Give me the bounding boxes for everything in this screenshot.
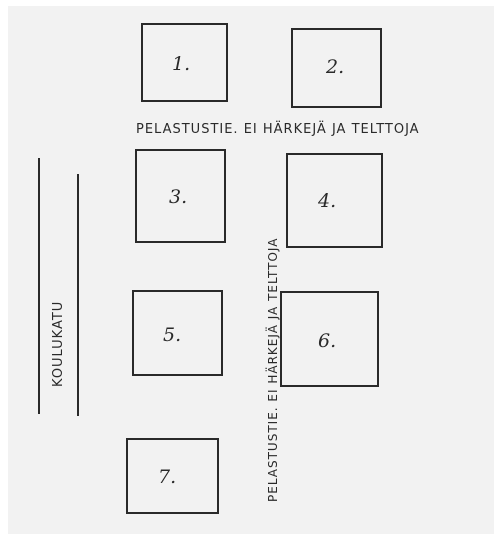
- plot-6: [280, 291, 379, 387]
- street-name-label: KOULUKATU: [51, 300, 66, 387]
- street-edge-right: [77, 174, 79, 416]
- plot-1-label: 1.: [172, 53, 191, 75]
- plot-2-label: 2.: [326, 56, 345, 78]
- plot-5-label: 5.: [163, 324, 182, 346]
- rescue-road-horizontal-label: PELASTUSTIE. EI HÄRKEJÄ JA TELTTOJA: [136, 122, 420, 137]
- plot-3: [135, 149, 226, 243]
- plot-2: [291, 28, 382, 108]
- plot-6-label: 6.: [318, 330, 337, 352]
- plot-3-label: 3.: [169, 186, 188, 208]
- rescue-road-vertical-label: PELASTUSTIE. EI HÄRKEJÄ JA TELTTOJA: [266, 237, 280, 502]
- plot-1: [141, 23, 228, 102]
- street-edge-left: [38, 158, 40, 414]
- plot-4: [286, 153, 383, 248]
- plot-4-label: 4.: [318, 190, 337, 212]
- plot-7: [126, 438, 219, 514]
- plot-7-label: 7.: [158, 466, 177, 488]
- plot-5: [132, 290, 223, 376]
- paper-sheet: 1. 2. PELASTUSTIE. EI HÄRKEJÄ JA TELTTOJ…: [8, 6, 494, 534]
